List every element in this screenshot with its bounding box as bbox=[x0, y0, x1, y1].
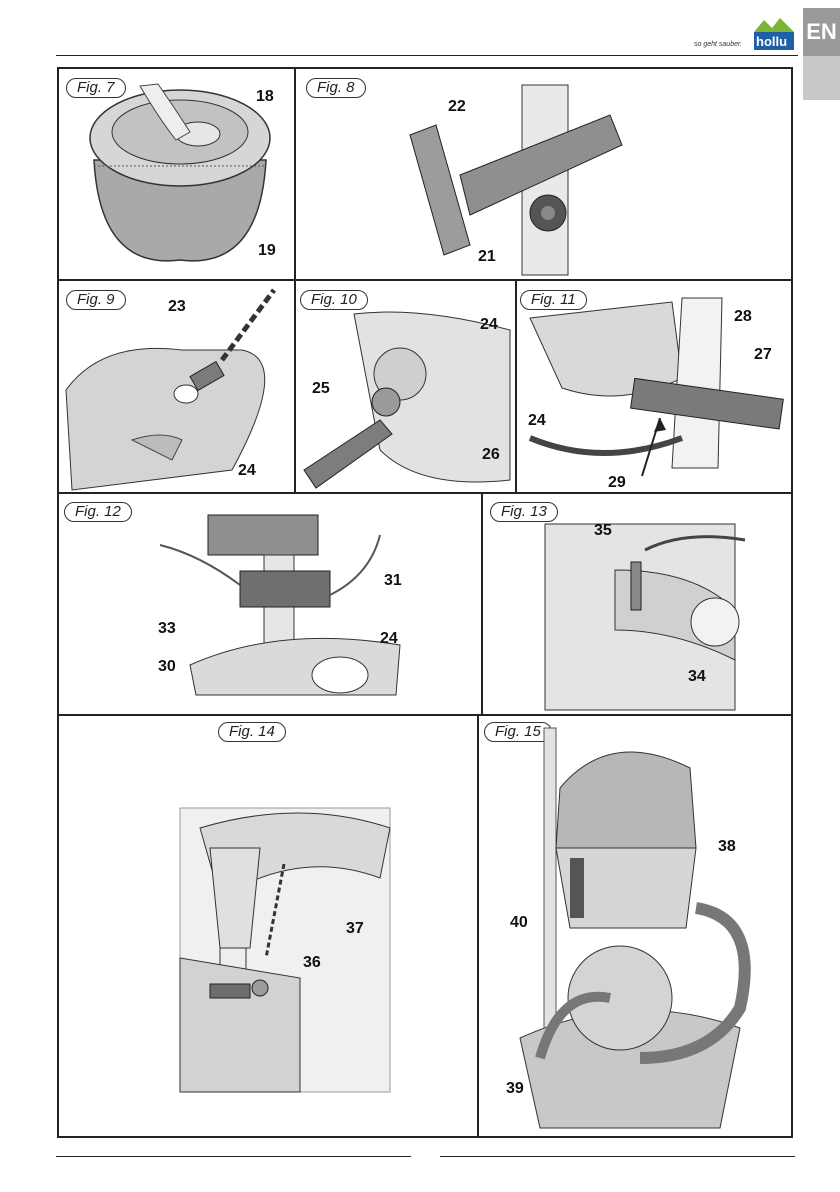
row-divider-3 bbox=[57, 714, 793, 716]
callout-37: 37 bbox=[346, 920, 364, 938]
callout-33: 33 bbox=[158, 620, 176, 638]
fig-11-illustration bbox=[522, 298, 792, 488]
fig-14-label: Fig. 14 bbox=[218, 722, 286, 742]
callout-22: 22 bbox=[448, 98, 466, 116]
col-divider-3 bbox=[481, 492, 483, 716]
header-rule bbox=[56, 55, 798, 56]
callout-18: 18 bbox=[256, 88, 274, 106]
callout-24-fig9: 24 bbox=[238, 462, 256, 480]
row-divider-1 bbox=[57, 279, 793, 281]
row-divider-2 bbox=[57, 492, 793, 494]
brand-tagline: so geht sauber. bbox=[694, 41, 742, 48]
callout-25: 25 bbox=[312, 380, 330, 398]
side-bar bbox=[803, 56, 840, 100]
callout-38: 38 bbox=[718, 838, 736, 856]
callout-36: 36 bbox=[303, 954, 321, 972]
callout-34: 34 bbox=[688, 668, 706, 686]
callout-26: 26 bbox=[482, 446, 500, 464]
hollu-logo: hollu bbox=[750, 14, 798, 52]
fig-12-label: Fig. 12 bbox=[64, 502, 132, 522]
fig-10-label: Fig. 10 bbox=[300, 290, 368, 310]
callout-21: 21 bbox=[478, 248, 496, 266]
fig-9-illustration bbox=[62, 290, 292, 490]
fig-13-illustration bbox=[545, 510, 785, 710]
callout-24-fig12: 24 bbox=[380, 630, 398, 648]
callout-35: 35 bbox=[594, 522, 612, 540]
callout-19: 19 bbox=[258, 242, 276, 260]
callout-27: 27 bbox=[754, 346, 772, 364]
col-divider-1 bbox=[294, 67, 296, 494]
fig-8-illustration bbox=[400, 85, 630, 275]
callout-30: 30 bbox=[158, 658, 176, 676]
callout-24-fig11: 24 bbox=[528, 412, 546, 430]
footer-rule-left bbox=[56, 1156, 411, 1157]
fig-7-illustration bbox=[80, 80, 280, 270]
fig-12-illustration bbox=[160, 515, 410, 700]
callout-23: 23 bbox=[168, 298, 186, 316]
logo-wordmark: hollu bbox=[756, 34, 787, 49]
callout-31: 31 bbox=[384, 572, 402, 590]
callout-24-fig10: 24 bbox=[480, 316, 498, 334]
fig-14-illustration bbox=[180, 808, 410, 1092]
callout-39: 39 bbox=[506, 1080, 524, 1098]
col-divider-2 bbox=[515, 279, 517, 494]
col-divider-4 bbox=[477, 714, 479, 1138]
callout-40: 40 bbox=[510, 914, 528, 932]
fig-15-illustration bbox=[500, 728, 760, 1130]
callout-29: 29 bbox=[608, 474, 626, 492]
callout-28: 28 bbox=[734, 308, 752, 326]
footer-rule-right bbox=[440, 1156, 795, 1157]
fig-8-label: Fig. 8 bbox=[306, 78, 366, 98]
fig-10-illustration bbox=[300, 310, 510, 490]
language-tab: EN bbox=[803, 8, 840, 56]
